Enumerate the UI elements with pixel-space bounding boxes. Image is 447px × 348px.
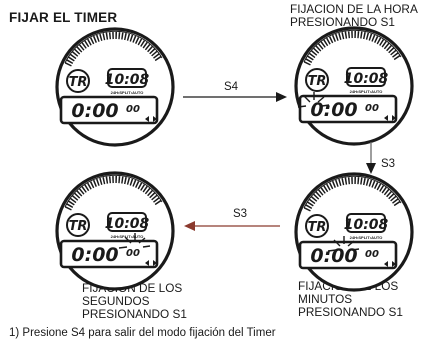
timer-main-display: 0:00 [310, 245, 357, 267]
arrow-s3-left [184, 221, 280, 231]
timer-main-display: 0:00 [310, 99, 357, 121]
timer-main-display: 0:00 [71, 244, 118, 266]
arrow-s3-down [366, 142, 376, 174]
caption-minutes-line-2: MINUTOS [298, 292, 353, 307]
watch-seconds-setting: TR 10:08 24H•SPLIT•AUTO 0:00 00 [57, 173, 173, 289]
caption-hour: FIJACION DE LA HORA PRESIONANDO S1 [290, 2, 418, 30]
caption-hour-line-2: PRESIONANDO S1 [290, 15, 395, 30]
time-display: 10:08 [344, 71, 389, 87]
mode-line: 24H•SPLIT•AUTO [111, 90, 144, 95]
timer-small-display: 00 [365, 103, 379, 114]
arrow-s4 [183, 92, 287, 102]
diagram-title: FIJAR EL TIMER [9, 10, 118, 25]
timer-small-display: 00 [126, 104, 140, 115]
watch-minutes-setting: TR 10:08 24H•SPLIT•AUTO 0:00 00 [296, 174, 412, 290]
mode-label: TR [308, 74, 327, 89]
mode-label: TR [69, 75, 88, 90]
timer-small-display: 00 [126, 248, 140, 259]
timer-small-display: 00 [365, 249, 379, 260]
mode-label: TR [69, 219, 88, 234]
watch-initial: TR 10:08 24H•SPLIT•AUTO 0:00 00 [57, 29, 173, 145]
caption-seconds-line-2: SEGUNDOS [82, 294, 150, 309]
arrow-label-bottom: S3 [233, 208, 248, 220]
mode-label: TR [308, 220, 327, 235]
time-display: 10:08 [105, 216, 150, 232]
mode-line: 24H•SPLIT•AUTO [350, 89, 383, 94]
mode-line: 24H•SPLIT•AUTO [350, 235, 383, 240]
timer-main-display: 0:00 [71, 100, 118, 122]
time-display: 10:08 [105, 72, 150, 88]
arrow-label-right: S3 [381, 158, 396, 170]
caption-minutes-line-3: PRESIONANDO S1 [298, 305, 403, 320]
arrow-label-top: S4 [224, 81, 239, 93]
mode-line: 24H•SPLIT•AUTO [111, 234, 144, 239]
time-display: 10:08 [344, 217, 389, 233]
footnote: 1) Presione S4 para salir del modo fijac… [9, 327, 276, 339]
caption-seconds-line-3: PRESIONANDO S1 [82, 307, 187, 322]
watch-hour-setting: TR 10:08 24H•SPLIT•AUTO 0:00 00 [296, 28, 412, 144]
caption-hour-line-1: FIJACION DE LA HORA [290, 2, 418, 16]
